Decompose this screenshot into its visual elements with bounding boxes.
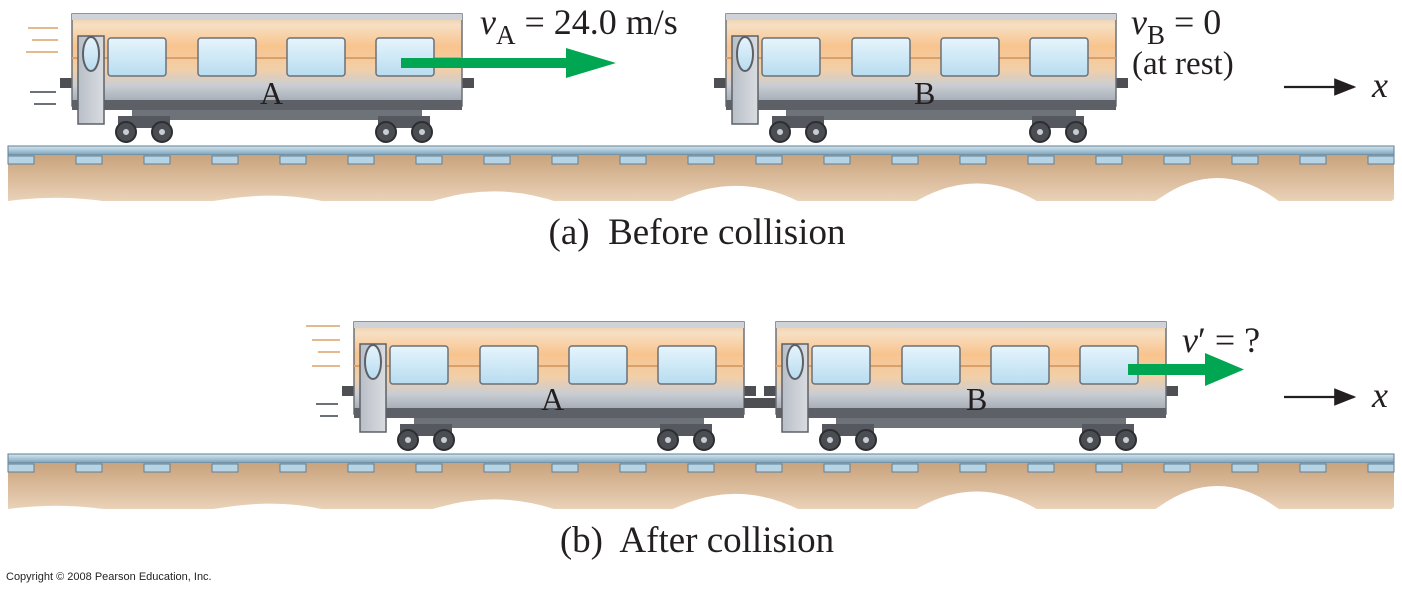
- rail-tie: [1163, 155, 1191, 165]
- rail-tie: [823, 463, 851, 473]
- copyright-notice: Copyright © 2008 Pearson Education, Inc.: [6, 571, 212, 583]
- rail-tie: [1299, 463, 1327, 473]
- rail-tie: [211, 155, 239, 165]
- rail-tie: [1299, 155, 1327, 165]
- rail-tie: [415, 463, 443, 473]
- rail-tie: [211, 463, 239, 473]
- rail-tie: [619, 155, 647, 165]
- x-axis-label-a: x: [1371, 65, 1388, 105]
- rail-tie: [1095, 155, 1123, 165]
- velocity-b-subscript: B: [1147, 20, 1165, 50]
- rail-tie: [279, 155, 307, 165]
- rail-tie: [1163, 463, 1191, 473]
- rail-tie: [1027, 463, 1055, 473]
- velocity-a-label: vA = 24.0 m/s: [480, 2, 678, 50]
- velocity-arrow-combined: [1128, 353, 1244, 386]
- rail-tie: [551, 155, 579, 165]
- rail-tie: [415, 155, 443, 165]
- rail-tie: [1095, 463, 1123, 473]
- car-b-letter-after: B: [966, 381, 987, 417]
- rail-tie: [755, 463, 783, 473]
- panel-a: A B vA = 24.0 m/s vB = 0 (at rest) x (a)…: [7, 2, 1395, 253]
- rail-tie: [347, 463, 375, 473]
- velocity-combined-symbol: v: [1182, 320, 1198, 360]
- velocity-a-symbol: v: [480, 2, 496, 42]
- rail-tie: [755, 155, 783, 165]
- rail-tie: [687, 463, 715, 473]
- rail-tie: [1367, 463, 1395, 473]
- rail-tie: [1231, 155, 1259, 165]
- velocity-combined-label: v′ = ?: [1182, 320, 1260, 360]
- rail-tie: [483, 155, 511, 165]
- rail-tie: [891, 463, 919, 473]
- rail-tie: [1367, 155, 1395, 165]
- rail-tie: [7, 155, 35, 165]
- rail-tie: [1027, 155, 1055, 165]
- rail-ties-a: [7, 155, 1395, 165]
- rail-tie: [279, 463, 307, 473]
- rail-tie: [551, 463, 579, 473]
- rail-tie: [7, 463, 35, 473]
- motion-lines-a: [26, 27, 58, 105]
- motion-lines-b: [306, 325, 340, 417]
- velocity-b-note: (at rest): [1132, 46, 1234, 82]
- rail-ties-b: [7, 463, 1395, 473]
- velocity-b-symbol: v: [1131, 2, 1147, 42]
- rail-tie: [891, 155, 919, 165]
- car-a-letter-after: A: [541, 381, 564, 417]
- caption-a: (a) Before collision: [549, 212, 846, 253]
- rail-tie: [959, 463, 987, 473]
- rail-tie: [619, 463, 647, 473]
- rail-tie: [75, 463, 103, 473]
- rail-tie: [483, 463, 511, 473]
- rail-tie: [1231, 463, 1259, 473]
- rail-tie: [823, 155, 851, 165]
- car-b-letter: B: [914, 75, 935, 111]
- velocity-b-label: vB = 0: [1131, 2, 1221, 50]
- rail-tie: [143, 463, 171, 473]
- velocity-combined-value: ′ = ?: [1198, 320, 1260, 360]
- rail-tie: [75, 155, 103, 165]
- velocity-a-value: = 24.0 m/s: [515, 2, 677, 42]
- rail-tie: [959, 155, 987, 165]
- rail-tie: [347, 155, 375, 165]
- car-a-letter: A: [260, 75, 283, 111]
- velocity-b-value: = 0: [1165, 2, 1221, 42]
- rail-tie: [143, 155, 171, 165]
- velocity-a-subscript: A: [496, 20, 516, 50]
- x-axis-label-b: x: [1371, 375, 1388, 415]
- caption-b: (b) After collision: [560, 520, 834, 561]
- panel-b: A B v′ = ? x (b) After collision: [7, 320, 1395, 561]
- rail-tie: [687, 155, 715, 165]
- coupler: [744, 398, 776, 408]
- velocity-arrow-a: [401, 48, 616, 78]
